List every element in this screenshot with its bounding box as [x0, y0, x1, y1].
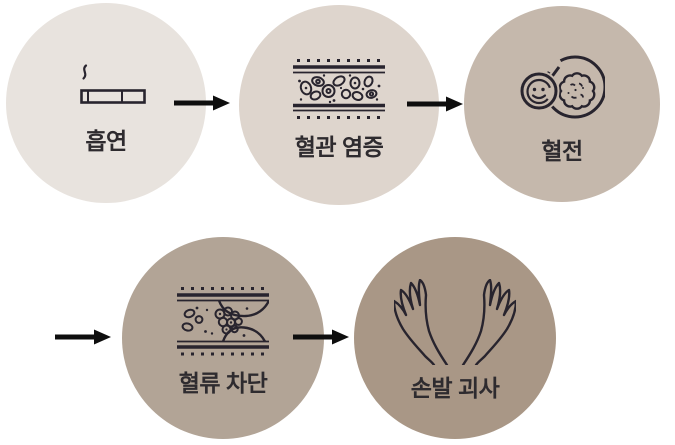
step-circle-blockage: 혈류 차단	[122, 237, 324, 439]
blocked-vessel-icon	[177, 287, 269, 356]
step-circle-smoking: 흡연	[6, 3, 206, 203]
step-circle-necrosis: 손발 괴사	[354, 237, 556, 439]
arrow-blockage-to-necrosis-icon	[293, 329, 349, 345]
inflamed-vessel-icon	[293, 59, 385, 120]
step-circle-inflammation: 혈관 염증	[239, 5, 439, 205]
step-circle-thrombus: 혈전	[464, 6, 660, 202]
clot-cell-backdrop	[519, 70, 560, 112]
step-label-thrombus: 혈전	[541, 137, 583, 164]
arrow-smoking-to-inflammation-icon	[174, 95, 230, 111]
arrow-into-blockage-icon	[55, 329, 111, 345]
step-label-necrosis: 손발 괴사	[410, 375, 500, 402]
cupped-hands-icon	[394, 279, 516, 366]
arrow-inflammation-to-thrombus-icon	[407, 96, 463, 112]
step-label-blockage: 혈류 차단	[178, 370, 268, 397]
step-label-inflammation: 혈관 염증	[294, 134, 384, 161]
step-label-smoking: 흡연	[85, 127, 127, 154]
cigarette-icon	[79, 64, 146, 104]
blood-clot-icon	[519, 55, 605, 119]
